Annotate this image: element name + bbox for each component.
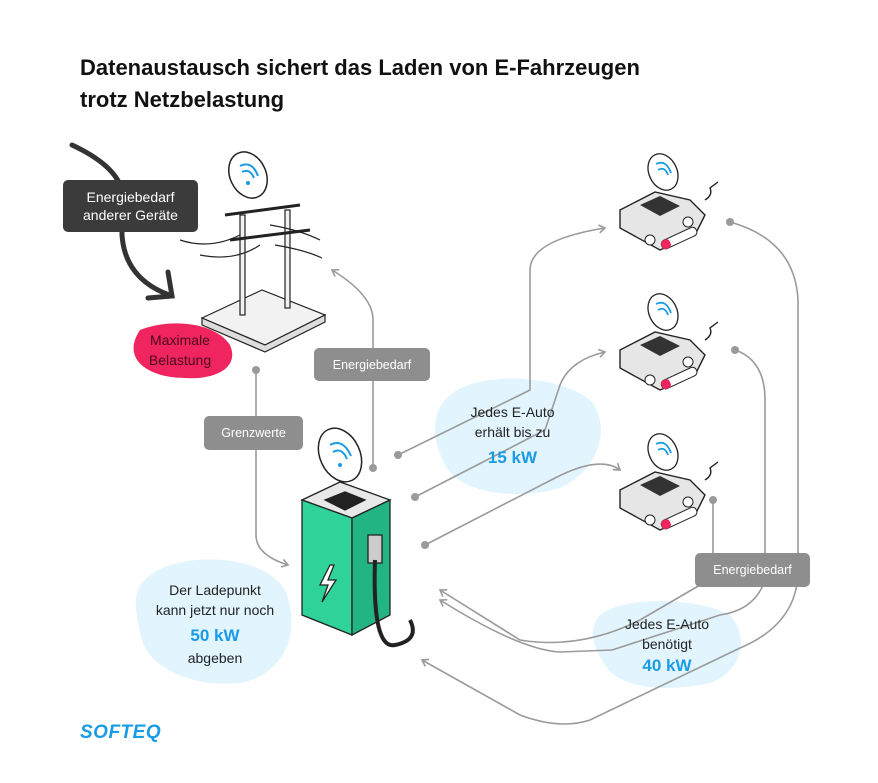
- blob-charger-note: [135, 559, 292, 684]
- line-to-car-1: [397, 224, 607, 456]
- power-pole-icon: [179, 203, 327, 353]
- title-line-2: trotz Netzbelastung: [80, 87, 285, 112]
- label-energy-demand-grid: Energiebedarf: [314, 348, 430, 381]
- wifi-icon-charger: [317, 427, 363, 483]
- charger-icon: [300, 481, 415, 648]
- line-energy-grid: [330, 268, 374, 468]
- car-icon-3: [619, 427, 719, 532]
- car-icon-1: [619, 153, 719, 251]
- line-limits: [255, 370, 290, 568]
- softeq-logo: SOFTEQ: [80, 722, 162, 743]
- wifi-icon-grid: [228, 151, 268, 199]
- line-from-car-2: [438, 349, 766, 653]
- label-energy-demand-cars: Energiebedarf: [695, 553, 810, 587]
- line-to-car-2: [414, 348, 607, 498]
- car-receives-kw-value: 15 kW: [487, 448, 538, 467]
- label-limits: Grenzwerte: [204, 416, 303, 450]
- car-icon-2: [619, 287, 719, 392]
- line-from-car-1: [420, 221, 799, 725]
- page-title: Datenaustausch sichert das Laden von E-F…: [80, 52, 640, 116]
- pink-blob: [133, 323, 233, 379]
- title-line-1: Datenaustausch sichert das Laden von E-F…: [80, 55, 640, 80]
- line-to-car-3: [424, 462, 622, 546]
- black-arrow: [69, 142, 175, 299]
- car-needs-kw-value: 40 kW: [642, 656, 692, 675]
- line-from-car-3: [440, 500, 714, 644]
- charger-kw-value: 50 kW: [190, 626, 240, 645]
